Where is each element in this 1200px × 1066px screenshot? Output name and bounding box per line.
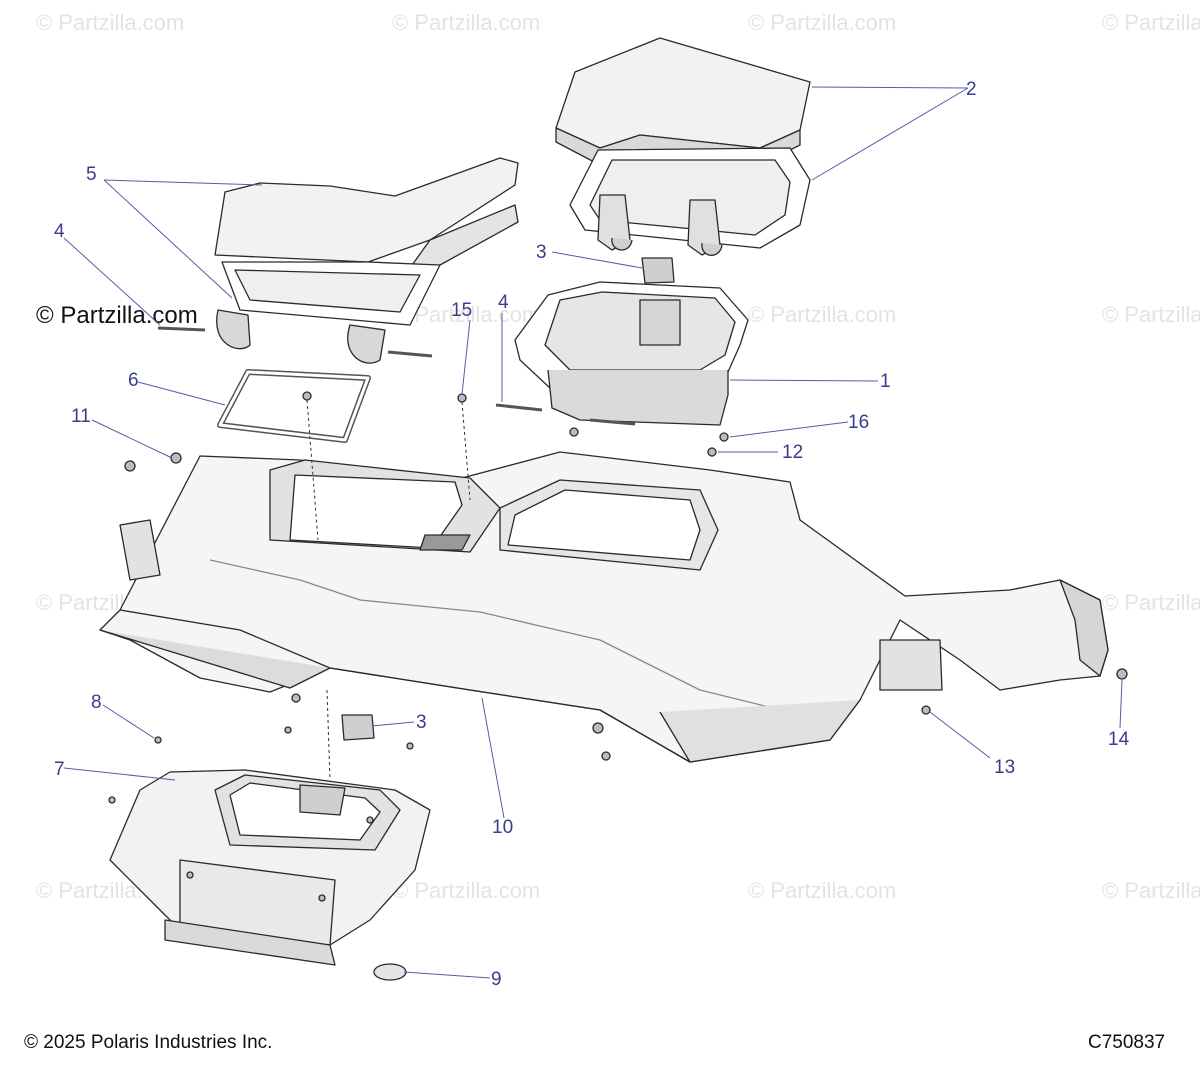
part-1-storage-bin <box>514 281 749 426</box>
diagram-code: C750837 <box>1088 1032 1166 1053</box>
watermark: © Partzilla.com <box>1102 10 1200 35</box>
callout-9[interactable]: 9 <box>491 969 502 990</box>
part-3-clip-upper <box>641 257 675 284</box>
part-2-cover <box>555 37 811 256</box>
part-5-cover <box>214 157 519 364</box>
copyright-text: © 2025 Polaris Industries Inc. <box>24 1032 273 1053</box>
callout-11[interactable]: 11 <box>71 406 91 427</box>
callout-16[interactable]: 16 <box>848 412 870 433</box>
callout-14[interactable]: 14 <box>1108 729 1130 750</box>
callout-1[interactable]: 1 <box>880 371 891 392</box>
bracket-right <box>879 639 943 691</box>
watermark: © Partzilla.com <box>36 10 185 35</box>
watermark: © Partzilla.com <box>1102 878 1200 903</box>
callout-4[interactable]: 4 <box>498 292 509 313</box>
part-7-glovebox <box>109 769 431 966</box>
bracket-left <box>119 519 161 581</box>
watermark: © Partzilla.com <box>748 302 897 327</box>
callout-4[interactable]: 4 <box>54 221 65 242</box>
watermark: © Partzilla.com <box>392 878 541 903</box>
part-4-rod-left <box>157 326 206 332</box>
callout-12[interactable]: 12 <box>782 442 804 463</box>
alignment-lines <box>306 399 471 781</box>
part-4-rod-right <box>495 403 543 412</box>
callout-10[interactable]: 10 <box>492 817 514 838</box>
watermark: © Partzilla.com <box>1102 302 1200 327</box>
part-3-clip-lower <box>341 714 375 741</box>
watermark: © Partzilla.com <box>1102 590 1200 615</box>
callout-6[interactable]: 6 <box>128 370 139 391</box>
callout-13[interactable]: 13 <box>994 757 1016 778</box>
part-4-rod-left-2 <box>387 350 433 358</box>
watermark-prominent: © Partzilla.com <box>36 302 198 329</box>
part-4-rod-right-2 <box>589 418 636 426</box>
fasteners <box>108 391 1128 902</box>
callout-3[interactable]: 3 <box>536 242 547 263</box>
callout-3[interactable]: 3 <box>416 712 427 733</box>
watermark: © Partzilla.com <box>392 10 541 35</box>
part-10-console <box>99 451 1109 763</box>
callout-8[interactable]: 8 <box>91 692 102 713</box>
watermark: © Partzilla.com <box>748 878 897 903</box>
watermark: © Partzilla.com <box>748 10 897 35</box>
part-6-seal <box>217 369 371 443</box>
part-9-plug <box>373 963 407 981</box>
callout-2[interactable]: 2 <box>966 79 977 100</box>
leader-lines <box>63 86 1123 979</box>
callout-15[interactable]: 15 <box>451 300 473 321</box>
callout-7[interactable]: 7 <box>54 759 65 780</box>
callout-5[interactable]: 5 <box>86 164 97 185</box>
